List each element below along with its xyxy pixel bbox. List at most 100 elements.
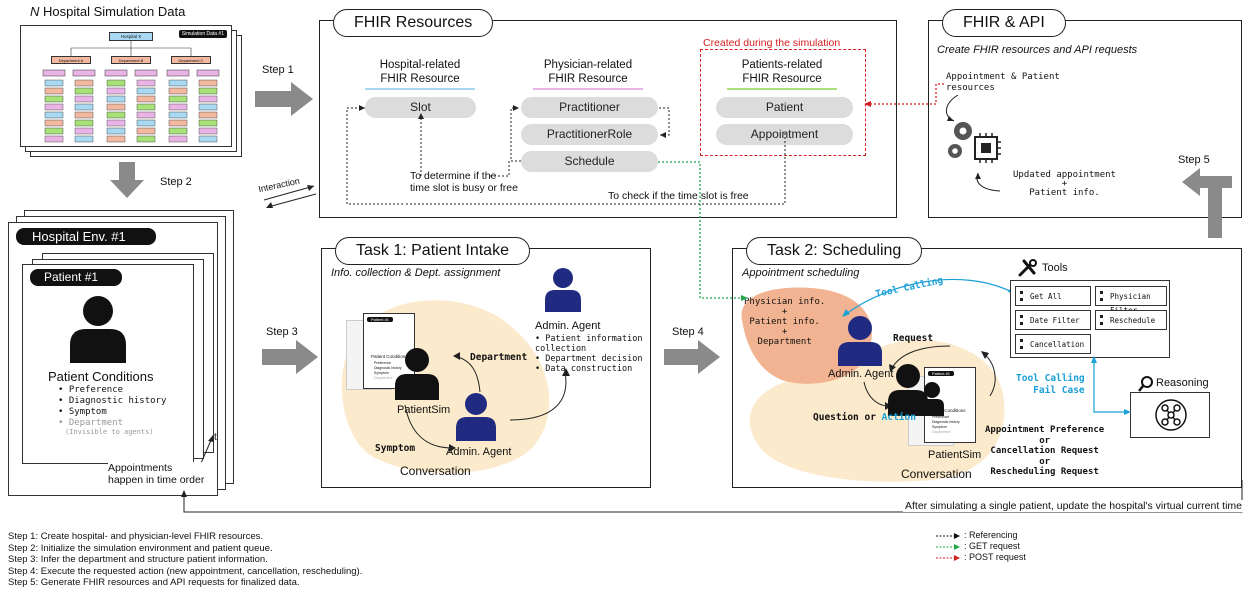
step-desc-4: Step 4: Execute the requested action (ne… bbox=[8, 565, 363, 577]
sim-slot-cell bbox=[136, 103, 156, 111]
sim-slot-cell bbox=[44, 87, 64, 95]
sim-slot-cell bbox=[136, 95, 156, 103]
sim-physician-node bbox=[196, 69, 220, 77]
step5-arrow bbox=[1182, 168, 1232, 238]
time-t-label: t bbox=[214, 432, 217, 443]
sim-slot-cell bbox=[168, 127, 188, 135]
sim-slot-cell bbox=[168, 135, 188, 143]
legend-post: : POST request bbox=[936, 552, 1026, 563]
fhir-reference-arrows bbox=[346, 105, 786, 205]
task1-admin-agent-icon bbox=[545, 268, 581, 312]
sim-slot-cell bbox=[106, 127, 126, 135]
patients-col-underline bbox=[727, 88, 837, 90]
step4-arrow bbox=[664, 340, 720, 374]
invisible-note: (Invisible to agents) bbox=[65, 428, 154, 436]
sim-slot-cell bbox=[74, 135, 94, 143]
sim-slot-cell bbox=[198, 95, 218, 103]
step3-label: Step 3 bbox=[266, 326, 298, 338]
step-desc-5: Step 5: Generate FHIR resources and API … bbox=[8, 577, 300, 589]
patient-card bbox=[22, 264, 194, 464]
sim-data-sheet: Simulation Data #1 Hospital X Department… bbox=[20, 25, 232, 147]
sim-slot-cell bbox=[106, 111, 126, 119]
sim-slot-cell bbox=[136, 111, 156, 119]
sim-slot-cell bbox=[74, 79, 94, 87]
tool-calling-fail-label: Tool Calling Fail Case bbox=[1016, 373, 1085, 396]
task2-request-label: Request bbox=[893, 333, 934, 344]
task2-mini-card-item-1: Preference bbox=[932, 415, 950, 419]
brain-network-icon bbox=[1155, 399, 1187, 431]
patients-col-head: Patients-related FHIR Resource bbox=[741, 59, 823, 85]
legend-referencing-arrow bbox=[936, 532, 960, 539]
sim-slot-cell bbox=[44, 119, 64, 127]
task2-tab: Task 2: Scheduling bbox=[746, 237, 923, 265]
patient-pill: Patient bbox=[716, 97, 853, 118]
sim-slot-cell bbox=[74, 103, 94, 111]
post-request-arrow bbox=[864, 83, 944, 107]
task1-patientsim-label: PatientSim bbox=[397, 404, 451, 416]
created-during-label: Created during the simulation bbox=[703, 37, 841, 49]
step-desc-2: Step 2: Initialize the simulation enviro… bbox=[8, 542, 273, 554]
sim-slot-cell bbox=[136, 135, 156, 143]
sim-slot-cell bbox=[136, 87, 156, 95]
sim-slot-cell bbox=[74, 127, 94, 135]
sim-slot-cell bbox=[74, 87, 94, 95]
dept-node-b: Department B bbox=[111, 56, 151, 64]
sim-slot-cell bbox=[168, 119, 188, 127]
sim-physician-node bbox=[104, 69, 128, 77]
task1-admin-title: Admin. Agent bbox=[535, 320, 601, 332]
sim-slot-cell bbox=[74, 111, 94, 119]
sim-slot-cell bbox=[106, 95, 126, 103]
sim-slot-cell bbox=[74, 119, 94, 127]
step-desc-1: Step 1: Create hospital- and physician-l… bbox=[8, 531, 264, 542]
tools-title: Tools bbox=[1042, 262, 1068, 274]
task2-conversation-label: Conversation bbox=[901, 467, 972, 481]
dept-node-a: Department A bbox=[51, 56, 91, 64]
dept-node-c: Department C bbox=[171, 56, 211, 64]
updated-appointment-note: Updated appointment + Patient info. bbox=[1013, 170, 1116, 198]
sim-slot-cell bbox=[198, 103, 218, 111]
tool-reschedule: Reschedule bbox=[1095, 310, 1167, 330]
sim-slot-cell bbox=[198, 119, 218, 127]
task1-admin-tasks: Patient information collection Departmen… bbox=[535, 334, 642, 374]
task2-requests-list: Appointment Preference or Cancellation R… bbox=[985, 425, 1105, 477]
physician-col-underline bbox=[533, 88, 643, 90]
sim-slot-cell bbox=[44, 135, 64, 143]
sim-slot-cell bbox=[198, 87, 218, 95]
practitioner-pill: Practitioner bbox=[521, 97, 658, 118]
sim-slot-cell bbox=[198, 111, 218, 119]
task1-subtitle: Info. collection & Dept. assignment bbox=[331, 267, 501, 279]
task2-mini-card-tab: Patient #1 bbox=[928, 371, 955, 376]
created-during-box bbox=[700, 49, 866, 156]
step3-arrow bbox=[262, 340, 318, 374]
step2-label: Step 2 bbox=[160, 176, 192, 188]
task2-admin-icon bbox=[838, 316, 882, 366]
fhir-api-subtitle: Create FHIR resources and API requests bbox=[937, 44, 1138, 56]
task1-mini-card-title: Patient Conditions bbox=[371, 354, 408, 359]
sim-slot-cell bbox=[198, 127, 218, 135]
sim-slot-cell bbox=[74, 95, 94, 103]
fhir-resources-panel bbox=[319, 20, 897, 218]
sim-slot-cell bbox=[44, 79, 64, 87]
sim-physician-node bbox=[72, 69, 96, 77]
condition-preference: Preference bbox=[58, 385, 166, 396]
sim-slot-cell bbox=[168, 111, 188, 119]
api-curved-arrows bbox=[946, 95, 1001, 192]
step1-arrow bbox=[255, 82, 313, 116]
task1-admin-task-3: Data construction bbox=[535, 364, 642, 374]
sim-badge: Simulation Data #1 bbox=[178, 30, 227, 38]
steps-list: Step 1: Create hospital- and physician-l… bbox=[8, 531, 362, 589]
hospital-col-underline bbox=[365, 88, 475, 90]
physician-col-head: Physician-related FHIR Resource bbox=[543, 59, 633, 85]
tool-physician-filter: Physician Filter bbox=[1095, 286, 1167, 315]
task2-mini-card-title: Patient Conditions bbox=[929, 408, 966, 413]
sim-physician-node bbox=[166, 69, 190, 77]
task1-mini-card-item-4: Department bbox=[374, 376, 393, 380]
step4-label: Step 4 bbox=[672, 326, 704, 338]
appointments-note: Appointments happen in time order bbox=[108, 462, 205, 486]
arrow-legend: : Referencing : GET request : POST reque… bbox=[936, 530, 1026, 563]
task1-symptom-label: Symptom bbox=[375, 443, 416, 454]
step-desc-3: Step 3: Infer the department and structu… bbox=[8, 554, 268, 566]
tool-get-all: Get All bbox=[1015, 286, 1091, 306]
task1-conversation-label: Conversation bbox=[400, 464, 471, 478]
patient-conditions-title: Patient Conditions bbox=[48, 369, 154, 384]
